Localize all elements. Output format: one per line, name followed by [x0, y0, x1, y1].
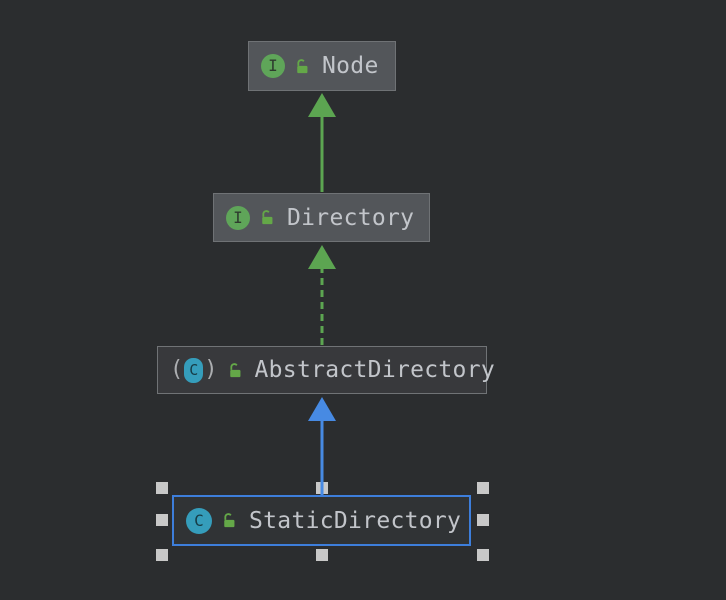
class-name-label: AbstractDirectory: [254, 357, 496, 383]
class-icon: C: [186, 507, 212, 534]
unlocked-icon: [262, 210, 273, 225]
implements-edge-abstractdirectory-to-directory[interactable]: [308, 245, 336, 345]
extends-edge-staticdirectory-to-abstractdirectory[interactable]: [308, 397, 336, 495]
selection-handle-top-right[interactable]: [477, 482, 489, 494]
unlocked-icon: [224, 513, 235, 528]
extends-edge-directory-to-node[interactable]: [308, 93, 336, 192]
uml-node-node[interactable]: I Node: [248, 41, 396, 91]
selection-handle-bottom-center[interactable]: [316, 549, 328, 561]
selection-handle-mid-left[interactable]: [156, 514, 168, 526]
interface-icon-letter: I: [268, 56, 278, 75]
uml-node-directory[interactable]: I Directory: [213, 193, 430, 242]
uml-node-abstractdirectory[interactable]: ( C ) AbstractDirectory: [157, 346, 495, 394]
abstract-class-oval: C: [184, 357, 204, 383]
abstract-paren-open: (: [170, 357, 184, 382]
abstract-class-icon: ( C ): [170, 357, 218, 383]
unlocked-icon: [297, 58, 308, 73]
unlocked-icon: [229, 362, 240, 377]
selection-handle-top-left[interactable]: [156, 482, 168, 494]
class-icon-letter: C: [194, 510, 204, 530]
class-name-label: Node: [322, 53, 379, 79]
interface-icon-letter: I: [233, 207, 243, 227]
selection-handle-bottom-left[interactable]: [156, 549, 168, 561]
class-name-label: Directory: [287, 204, 415, 231]
interface-icon: I: [226, 205, 250, 230]
uml-node-staticdirectory[interactable]: C StaticDirectory: [172, 495, 471, 546]
selection-handle-bottom-right[interactable]: [477, 549, 489, 561]
interface-icon: I: [261, 54, 285, 78]
selection-handle-mid-right[interactable]: [477, 514, 489, 526]
class-icon-letter: C: [189, 360, 199, 379]
abstract-paren-close: ): [204, 357, 218, 382]
selection-handle-top-center[interactable]: [316, 482, 328, 494]
class-name-label: StaticDirectory: [249, 507, 462, 534]
